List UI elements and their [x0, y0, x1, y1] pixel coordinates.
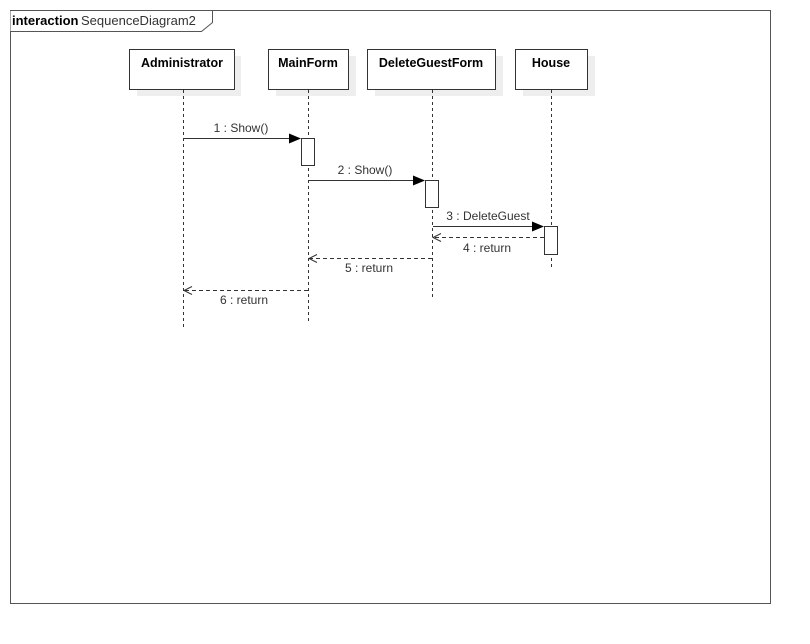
participant-administrator[interactable]: Administrator — [129, 49, 242, 97]
message-5[interactable]: 5 : return — [307, 254, 432, 276]
participant-label: Administrator — [141, 56, 223, 70]
message-4[interactable]: 4 : return — [431, 233, 544, 256]
frame-name: SequenceDiagram2 — [81, 13, 196, 28]
arrowhead-open-icon — [431, 233, 442, 242]
participant-label: House — [532, 56, 570, 70]
arrowhead-open-icon — [182, 286, 193, 295]
message-label: 3 : DeleteGuest — [446, 209, 530, 223]
arrowhead-filled-icon — [532, 221, 544, 232]
message-label: 1 : Show() — [214, 121, 269, 135]
frame-tab — [10, 10, 213, 32]
activation-mainform — [301, 138, 315, 166]
message-3[interactable]: 3 : DeleteGuest — [433, 209, 544, 232]
participant-mainform[interactable]: MainForm — [268, 49, 357, 97]
participant-label: MainForm — [278, 56, 338, 70]
frame-keyword: interaction — [12, 13, 79, 28]
participant-label: DeleteGuestForm — [379, 56, 483, 70]
activation-deleteguestform — [425, 180, 439, 208]
message-label: 5 : return — [345, 261, 393, 275]
arrowhead-open-icon — [307, 254, 318, 263]
interaction-frame — [10, 10, 771, 604]
message-2[interactable]: 2 : Show() — [309, 163, 425, 186]
participant-deleteguestform[interactable]: DeleteGuestForm — [367, 49, 504, 97]
message-label: 4 : return — [463, 241, 511, 255]
message-6[interactable]: 6 : return — [182, 286, 308, 308]
message-label: 2 : Show() — [338, 163, 393, 177]
participant-house[interactable]: House — [515, 49, 596, 97]
arrowhead-filled-icon — [289, 133, 301, 144]
activation-house — [544, 226, 558, 255]
arrowhead-filled-icon — [413, 175, 425, 186]
message-1[interactable]: 1 : Show() — [184, 121, 301, 144]
message-label: 6 : return — [220, 293, 268, 307]
